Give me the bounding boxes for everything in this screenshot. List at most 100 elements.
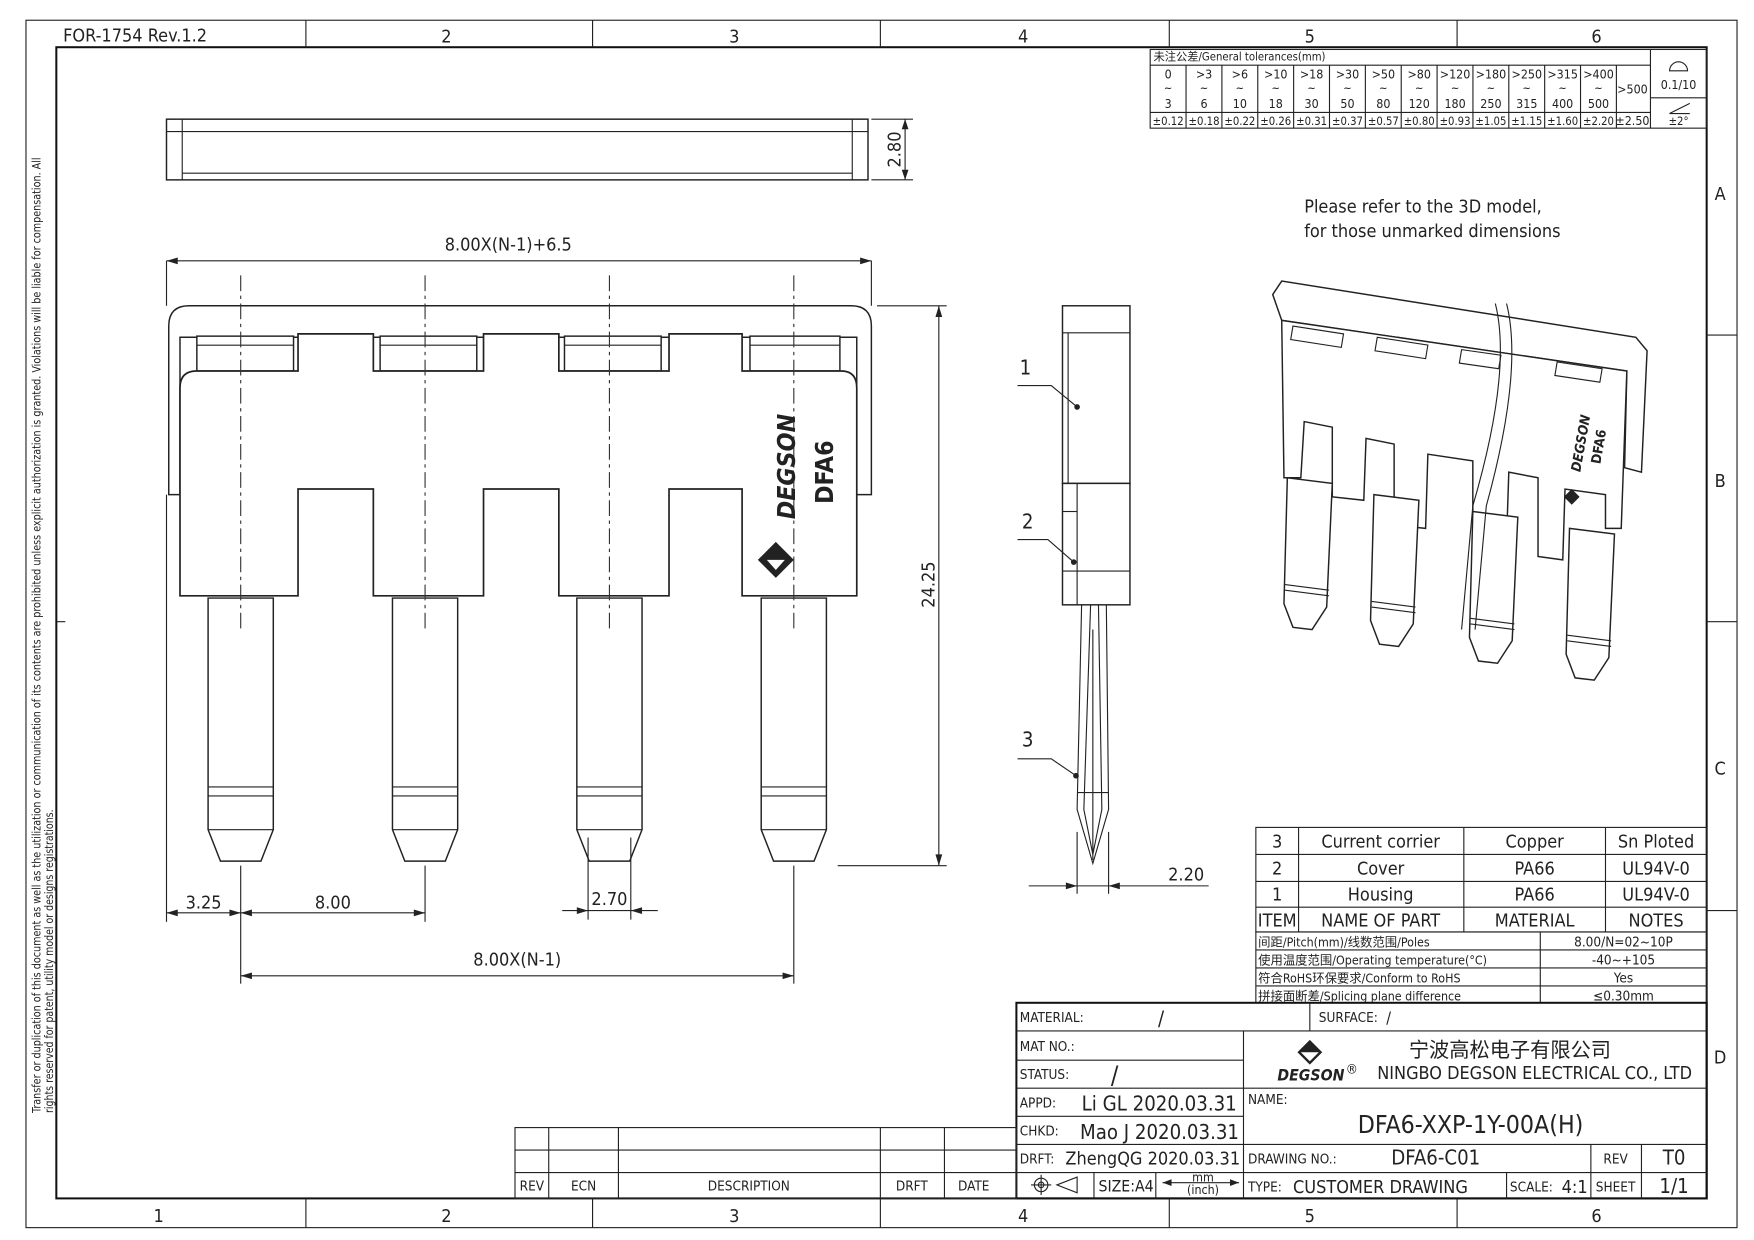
iso-pin — [1468, 510, 1519, 665]
unit-inch: (inch) — [1187, 1183, 1219, 1197]
mat-no-label: MAT NO.: — [1020, 1039, 1075, 1055]
callout-3: 3 — [1022, 727, 1034, 751]
zone-row-a: A — [1715, 184, 1726, 205]
tolerance-range-from: >3 — [1196, 68, 1212, 82]
tolerance-tilde: ~ — [1558, 82, 1566, 95]
tolerance-range-to: 400 — [1552, 97, 1573, 111]
note-line-1: Please refer to the 3D model, — [1304, 196, 1542, 217]
rev-label: REV — [1603, 1152, 1628, 1168]
tolerance-tilde: ~ — [1379, 82, 1387, 95]
note-line-2: for those unmarked dimensions — [1304, 221, 1560, 242]
parts-header-material: MATERIAL — [1495, 910, 1575, 931]
slot — [749, 335, 841, 372]
pin — [576, 597, 643, 862]
tolerance-value: ±0.37 — [1332, 115, 1363, 128]
material-value: / — [1158, 1006, 1165, 1030]
status-value: / — [1111, 1061, 1119, 1090]
part-name: DFA6-XXP-1Y-00A(H) — [1358, 1110, 1584, 1139]
outer-border — [25, 19, 1738, 1229]
company-name-cn: 宁波高松电子有限公司 — [1409, 1038, 1611, 1062]
iso-pin — [1283, 476, 1334, 631]
tolerance-tilde: ~ — [1523, 82, 1531, 95]
side-view: 2.20 1 2 3 — [1017, 305, 1209, 894]
tolerance-value: ±1.60 — [1547, 115, 1578, 128]
tolerance-range-from: >6 — [1232, 68, 1248, 82]
logo-model: DFA6 — [810, 440, 839, 504]
dim-total-height: 24.25 — [918, 561, 939, 607]
margin-notice: Transfer or duplication of this document… — [31, 157, 56, 1114]
tolerance-over-value: ±2.50 — [1615, 114, 1649, 128]
callout-2: 2 — [1022, 509, 1034, 533]
drawing-no-label: DRAWING NO.: — [1248, 1152, 1337, 1168]
notice-line-1: Transfer or duplication of this document… — [31, 157, 44, 1114]
spec-label: 拼接面断差/Splicing plane difference — [1258, 989, 1461, 1004]
iso-logo-model: DFA6 — [1588, 428, 1610, 465]
tolerance-value: ±0.12 — [1153, 115, 1184, 128]
spec-label: 使用温度范围/Operating temperature(°C) — [1258, 953, 1487, 968]
tolerance-value: ±0.80 — [1404, 115, 1435, 128]
tolerance-tilde: ~ — [1236, 82, 1244, 95]
top-view: 2.80 — [165, 118, 913, 181]
zone-col-6: 6 — [1591, 1206, 1601, 1227]
tolerance-range-to: 18 — [1269, 97, 1283, 111]
dim-pitch-span: 8.00X(N-1) — [473, 950, 561, 971]
tolerance-range-from: >80 — [1407, 68, 1430, 82]
angle-value: ±2° — [1669, 115, 1689, 128]
part-name: Housing — [1348, 884, 1414, 905]
part-notes: UL94V-0 — [1622, 884, 1690, 905]
form-number: FOR-1754 Rev.1.2 — [63, 26, 207, 47]
logo-brand: DEGSON — [772, 413, 801, 519]
tolerance-range-from: >250 — [1512, 68, 1543, 82]
tolerance-over-range: >500 — [1617, 82, 1648, 96]
zone-col-4: 4 — [1018, 27, 1028, 48]
tolerance-value: ±1.15 — [1511, 115, 1542, 128]
dim-side-width: 2.20 — [1168, 864, 1204, 885]
slot — [196, 335, 295, 372]
zone-labels-right: A B C D — [1714, 184, 1726, 1068]
pin — [391, 597, 459, 862]
zone-dividers — [56, 20, 1738, 1228]
pin — [760, 597, 828, 862]
tolerance-range-from: >400 — [1583, 68, 1614, 82]
parts-header-item: ITEM — [1258, 910, 1297, 931]
chkd-label: CHKD: — [1020, 1123, 1059, 1139]
tolerance-range-from: >18 — [1300, 68, 1323, 82]
tolerance-value: ±0.57 — [1368, 115, 1399, 128]
tolerance-range-from: >120 — [1440, 68, 1471, 82]
zone-col-5: 5 — [1305, 1206, 1315, 1227]
tolerance-range-to: 6 — [1200, 97, 1207, 111]
slot — [379, 335, 478, 372]
general-tolerance-table: 未注公差/General tolerances(mm) 0~3±0.12>3~6… — [1149, 48, 1708, 129]
tolerance-range-to: 10 — [1233, 97, 1247, 111]
zone-labels-top: 2 3 4 5 6 — [441, 27, 1601, 48]
tolerance-value: ±0.31 — [1296, 115, 1327, 128]
spec-value: Yes — [1613, 971, 1633, 987]
parts-header-notes: NOTES — [1628, 910, 1683, 931]
part-name: Cover — [1357, 859, 1405, 880]
tolerance-tilde: ~ — [1307, 82, 1315, 95]
rev-header-date: DATE — [958, 1179, 989, 1195]
part-item: 3 — [1272, 832, 1282, 853]
callout-1: 1 — [1020, 355, 1032, 379]
surface-value: / — [1386, 1008, 1391, 1027]
logo-brand-text: DEGSON — [1277, 1065, 1344, 1084]
tolerance-range-from: >50 — [1372, 68, 1395, 82]
appd-value: Li GL 2020.03.31 — [1082, 1092, 1237, 1116]
tolerance-range-to: 80 — [1376, 97, 1390, 111]
slot — [563, 335, 662, 372]
tolerance-range-to: 180 — [1444, 97, 1465, 111]
dim-pitch: 8.00 — [315, 892, 351, 913]
name-label: NAME: — [1248, 1092, 1288, 1108]
tolerance-range-to: 30 — [1305, 97, 1319, 111]
part-material: PA66 — [1515, 859, 1555, 880]
rev-header-ecn: ECN — [571, 1179, 596, 1195]
scale-label: SCALE: — [1510, 1180, 1553, 1196]
tolerance-value: ±0.18 — [1189, 115, 1220, 128]
angle-icon — [1669, 102, 1691, 115]
tolerance-value: ±1.05 — [1475, 115, 1506, 128]
status-label: STATUS: — [1020, 1067, 1069, 1083]
tolerance-value: ±0.26 — [1260, 115, 1291, 128]
cover-outline — [179, 333, 858, 597]
